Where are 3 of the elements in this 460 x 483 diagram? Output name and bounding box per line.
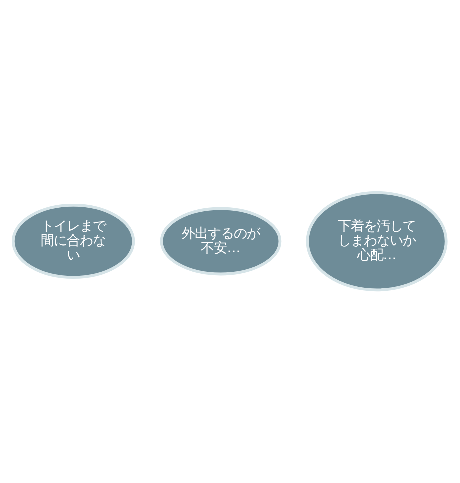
node-ellipse: 外出するのが不安… [160, 207, 282, 276]
node-ellipse: トイレまで間に合わない [12, 204, 136, 280]
node-ellipse: 下着を汚してしまわないか心配… [306, 191, 448, 292]
